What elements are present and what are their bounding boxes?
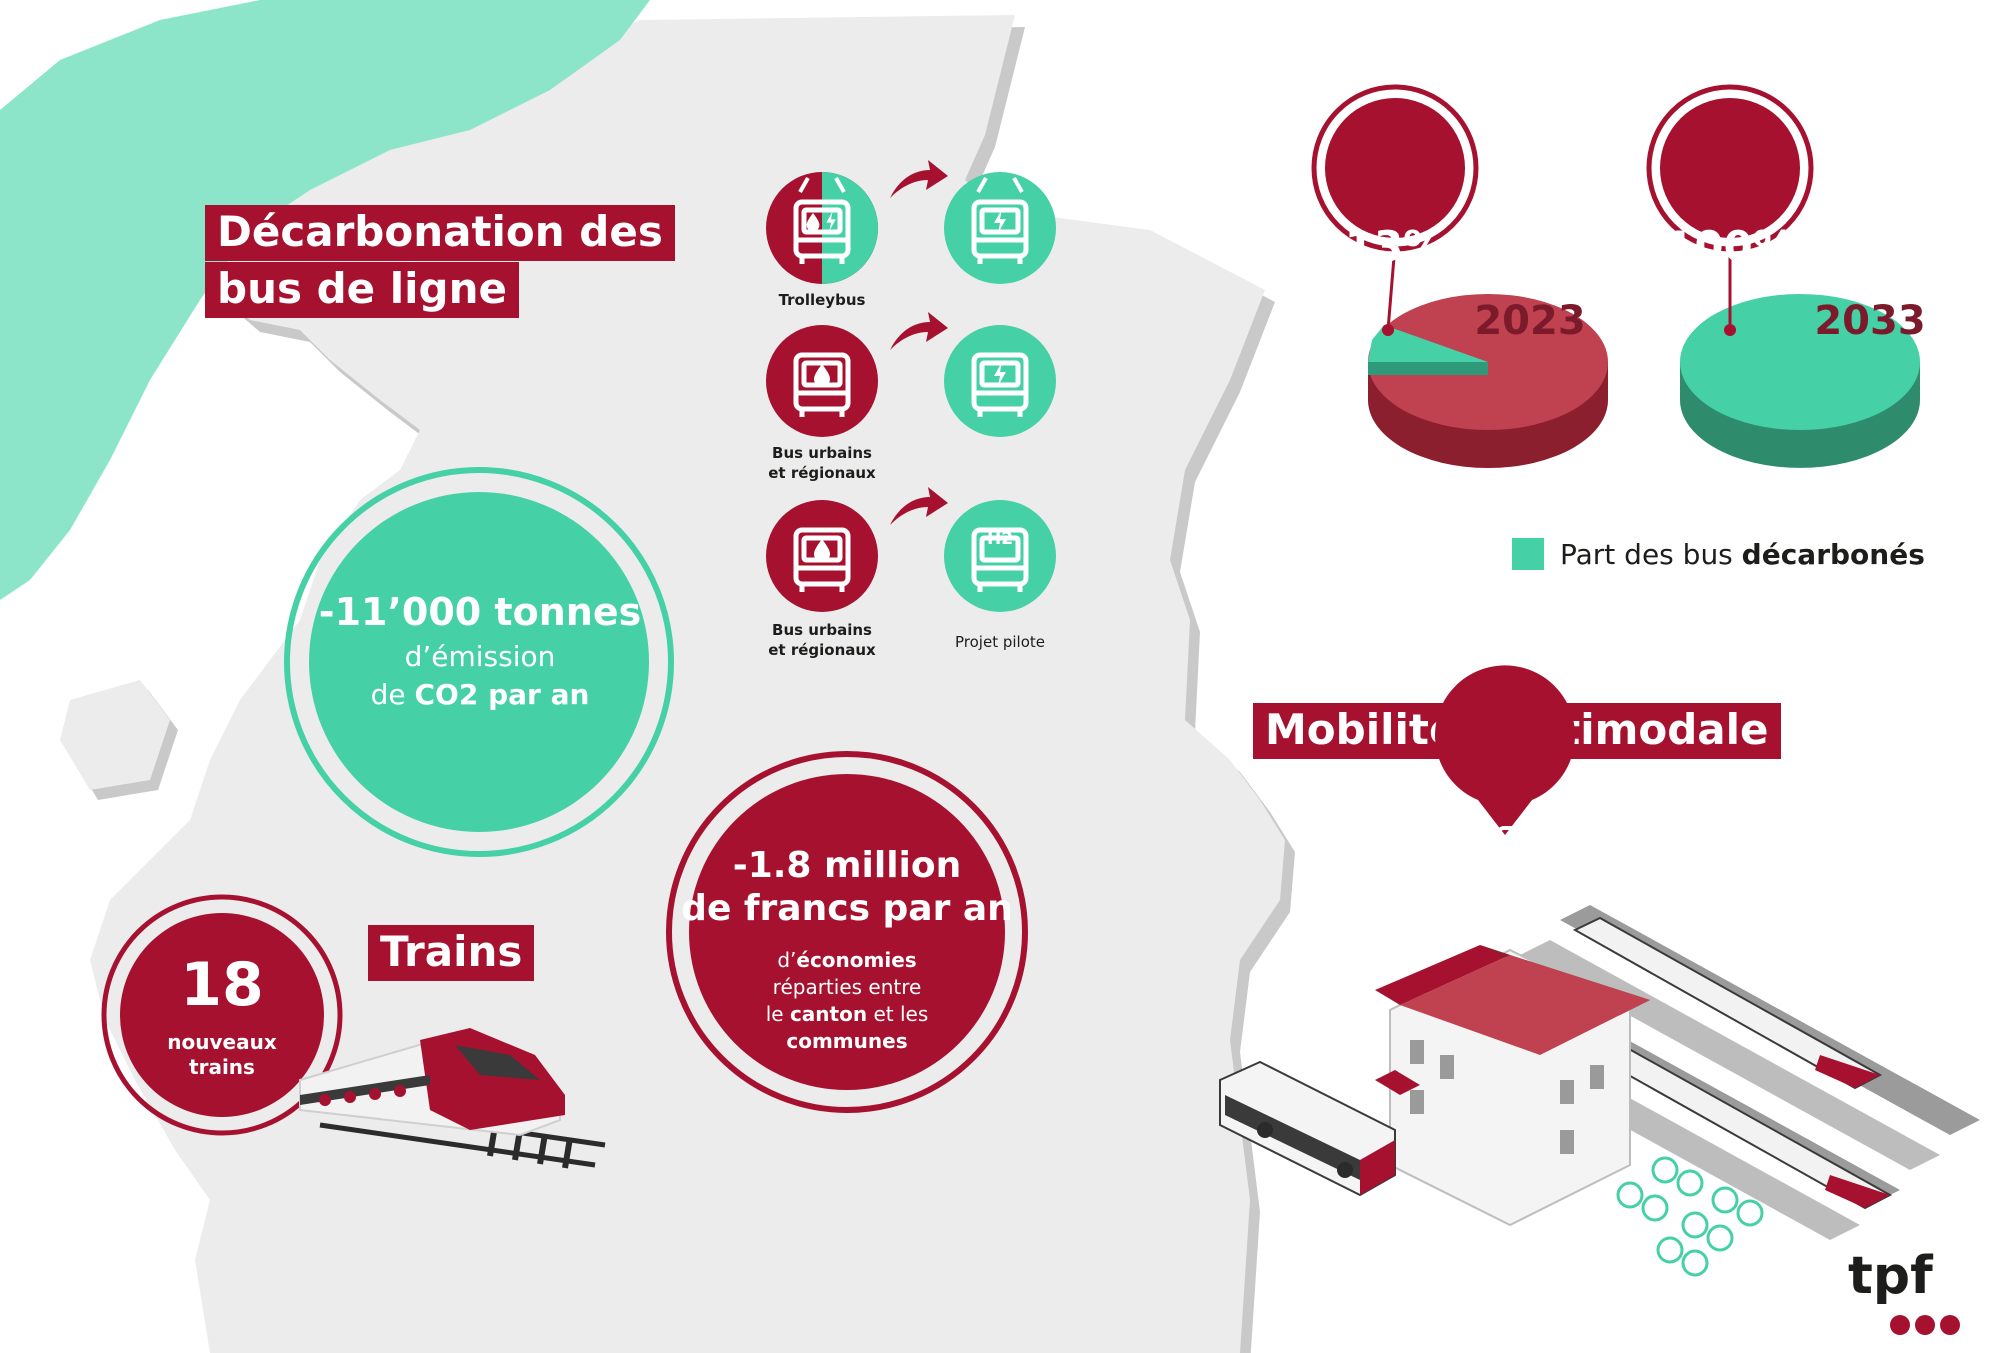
trains-line2: trains xyxy=(189,1055,255,1079)
savings-line2: de francs par an xyxy=(681,888,1013,929)
pie-2033-year: 2033 xyxy=(1814,298,1926,344)
pie-2033-percent: 100% xyxy=(1665,222,1795,271)
section-title-bus-line2: bus de ligne xyxy=(205,262,520,318)
co2-line2: d’émission xyxy=(404,640,556,673)
savings-line6: communes xyxy=(786,1029,908,1053)
co2-line3: de CO2 par an xyxy=(370,678,590,711)
section-title-bus-line1: Décarbonation des xyxy=(205,205,675,261)
legend-label: Part des bus décarbonés xyxy=(1560,538,1925,571)
section-title-mobility: Mobilité multimodale xyxy=(1253,703,1781,759)
savings-line4: réparties entre xyxy=(772,975,922,999)
pilot-project-label: Projet pilote xyxy=(955,633,1045,651)
pie-2023-year: 2023 xyxy=(1474,298,1586,344)
bus-type-label-3: Bus urbains et régionaux xyxy=(768,621,876,659)
lake-shape xyxy=(0,0,650,600)
h2-label: H2 xyxy=(986,529,1014,549)
pie-2023-percent: 13% xyxy=(1344,222,1446,271)
brand-logo-text: tpf xyxy=(1848,1246,1933,1306)
savings-line3: d’économies xyxy=(777,948,917,972)
bus-type-label-2: Bus urbains et régionaux xyxy=(768,444,876,482)
trains-line1: nouveaux xyxy=(167,1030,277,1054)
savings-line1: -1.8 million xyxy=(732,845,962,886)
savings-line5: le canton et les xyxy=(765,1002,929,1026)
trains-number: 18 xyxy=(180,950,264,1020)
bus-type-label-1: Trolleybus xyxy=(778,291,866,309)
section-title-trains: Trains xyxy=(368,925,535,981)
co2-headline: -11’000 tonnes xyxy=(318,590,642,634)
